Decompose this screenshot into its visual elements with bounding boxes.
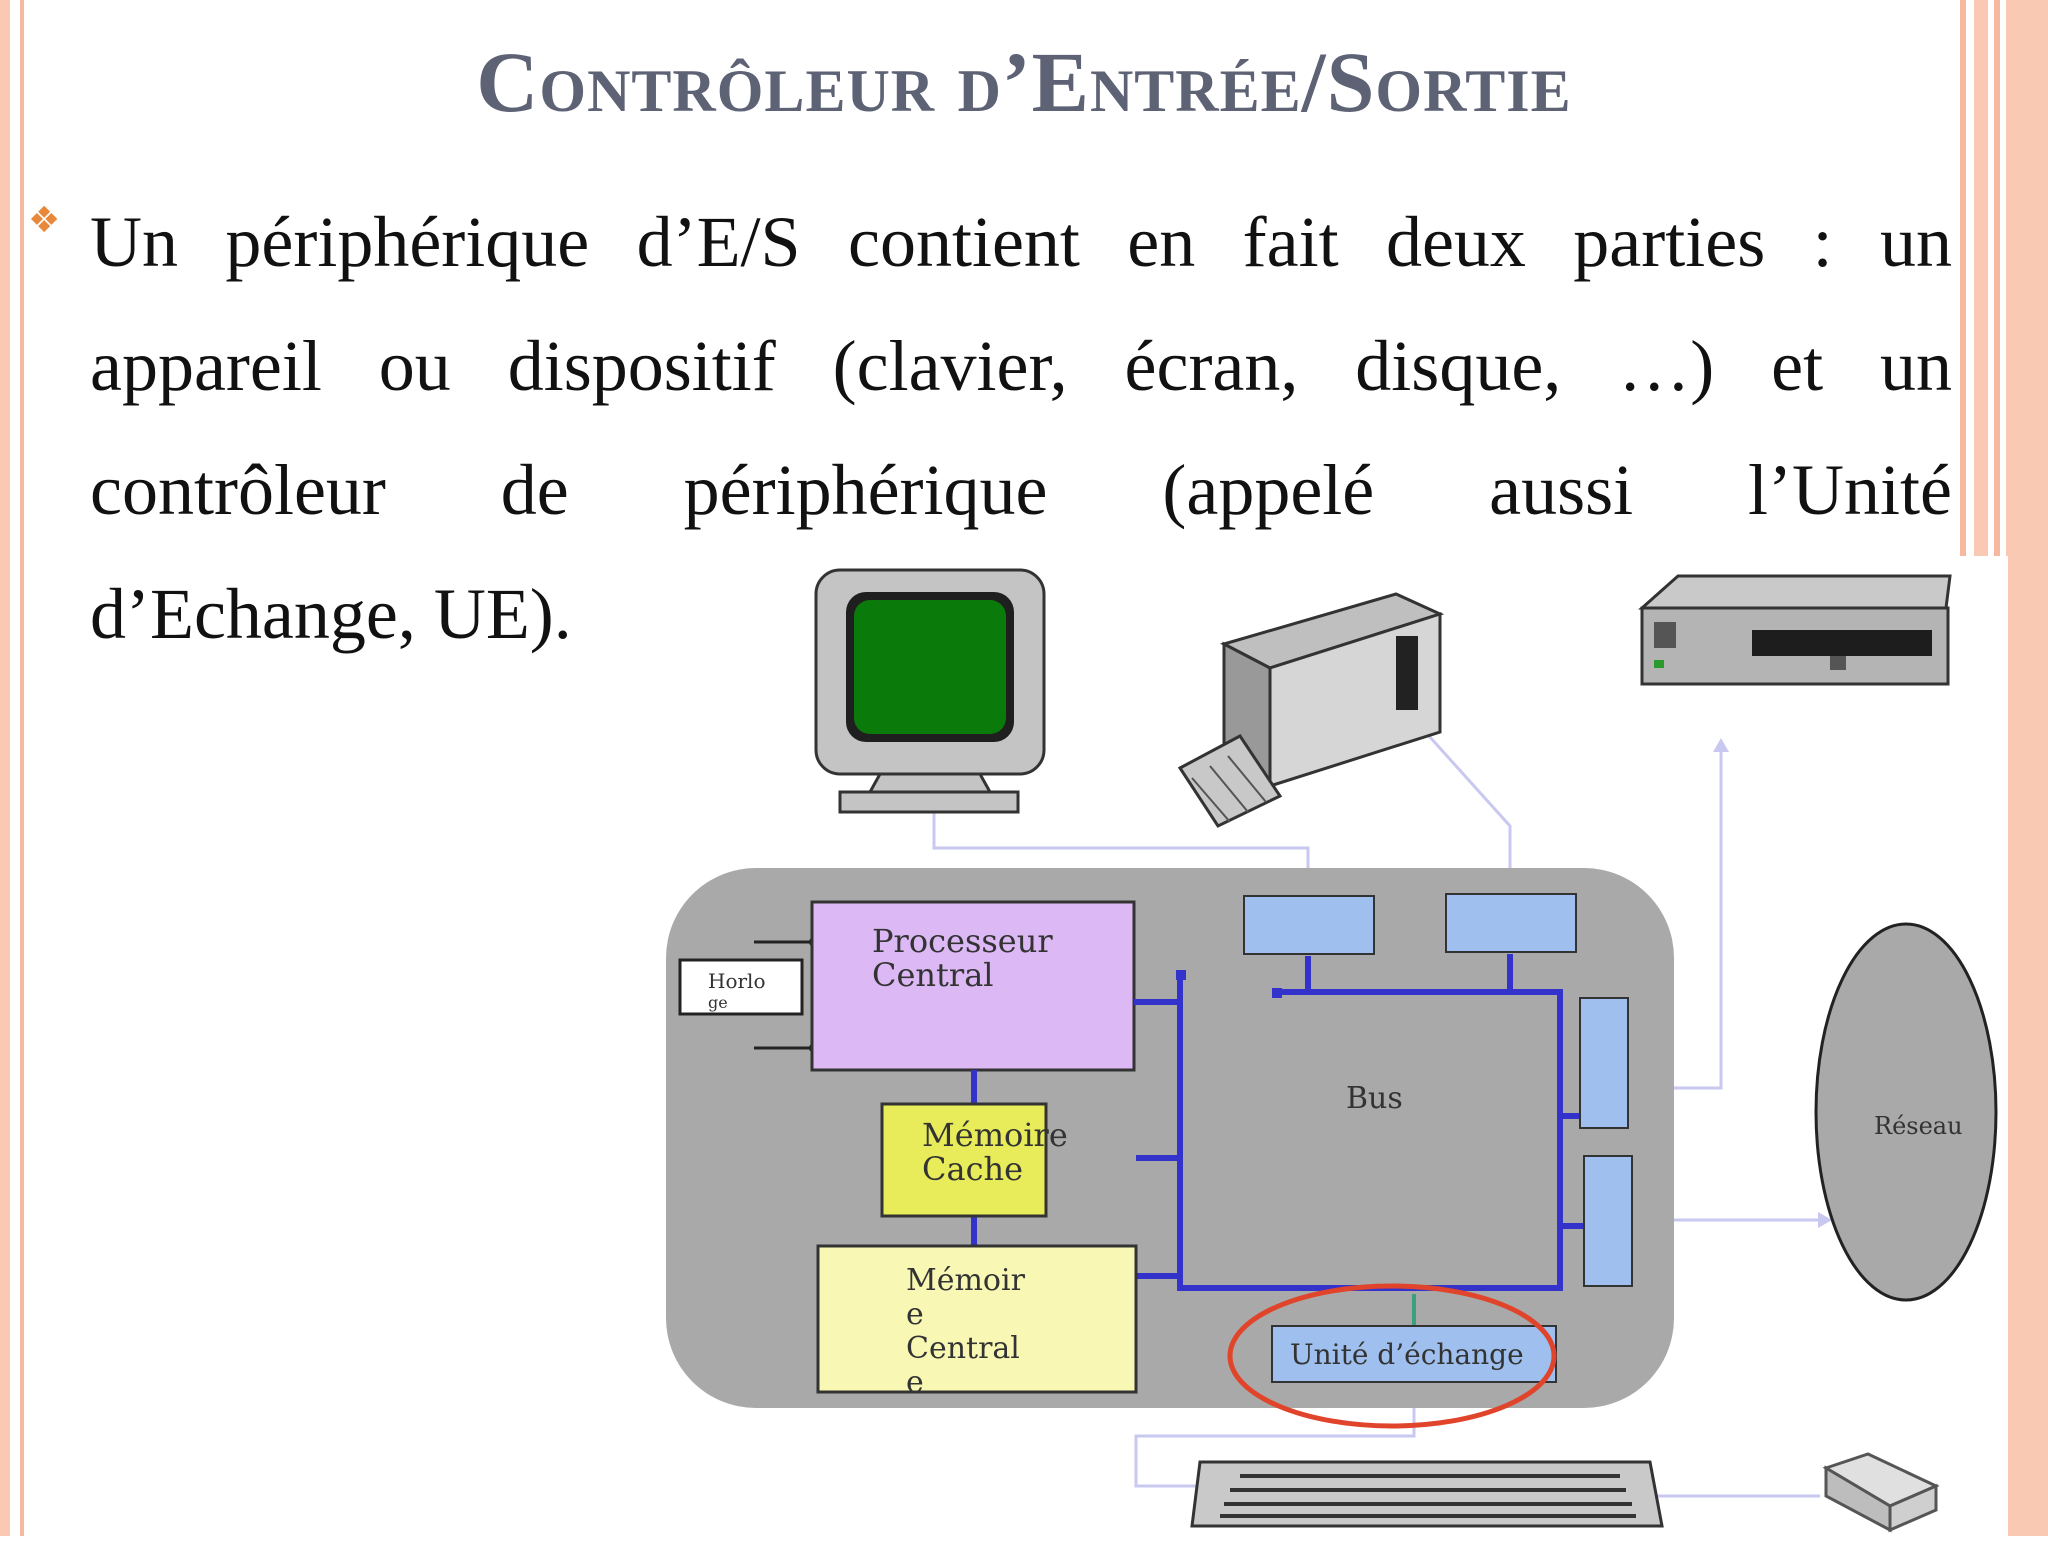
exchange-unit-highlight [1227, 1283, 1557, 1429]
cache-label: Mémoire [922, 1116, 1068, 1154]
exchange-unit-box: Unité d’échange [1271, 1325, 1557, 1383]
monitor-icon [814, 568, 1046, 814]
left-border-stripe [0, 0, 10, 1536]
processor-label: Central [872, 956, 994, 994]
network-label: Réseau [1874, 1112, 1963, 1140]
computer-architecture-diagram: Horlo ge Processeur Central Mémoire Cach… [640, 556, 2008, 1536]
main-memory-label: e [906, 1297, 924, 1332]
left-border-line [20, 0, 24, 1536]
paragraph-line: d’Echange, UE). [90, 574, 572, 654]
main-memory-box: Mémoir e Central e [816, 1244, 1138, 1400]
mouse-icon [1822, 1452, 1940, 1533]
slide-title: Contrôleur d’Entrée/Sortie [476, 34, 1572, 130]
paragraph-line: Un périphérique d’E/S contient en fait d… [90, 202, 1952, 282]
exchange-unit-label: Unité d’échange [1290, 1338, 1524, 1371]
network-node: Réseau [1814, 922, 1998, 1302]
main-memory-label: Mémoir [906, 1263, 1026, 1298]
cache-memory-box: Mémoire Cache [880, 1102, 1068, 1218]
printer-icon [1177, 592, 1445, 828]
paragraph-line: appareil ou dispositif (clavier, écran, … [90, 326, 1952, 406]
clock-label: ge [708, 993, 728, 1012]
controller-boxes [1243, 893, 1633, 1287]
main-memory-label: Central [906, 1331, 1020, 1366]
main-memory-label: e [906, 1365, 924, 1400]
processor-box: Processeur Central [810, 900, 1136, 1072]
clock-box: Horlo ge [678, 937, 820, 1053]
diamond-bullet-icon: ❖ [28, 200, 61, 241]
body-paragraph: Un périphérique d’E/S contient en fait d… [90, 180, 1952, 676]
bus-label: Bus [1346, 1081, 1403, 1116]
system-bus-lines [971, 954, 1584, 1291]
clock-label: Horlo [708, 969, 765, 993]
cache-label: Cache [922, 1150, 1023, 1188]
keyboard-icon [1190, 1460, 1664, 1528]
processor-label: Processeur [872, 922, 1053, 960]
disk-drive-icon [1638, 574, 1952, 686]
paragraph-line: contrôleur de périphérique (appelé aussi… [90, 450, 1952, 530]
